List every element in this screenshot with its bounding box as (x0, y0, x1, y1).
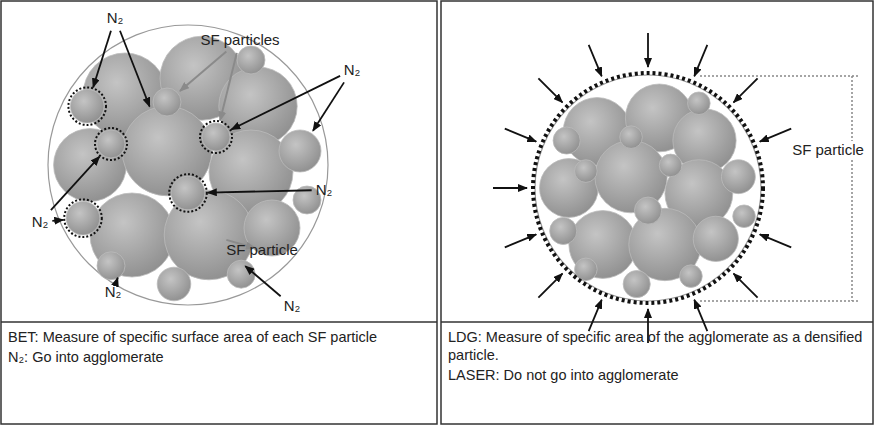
gas-label: N₂ (32, 213, 49, 231)
caption-cell: BET: Measure of specific surface area of… (8, 328, 430, 366)
bet-agglomerate (48, 25, 328, 305)
method-description: BET: Measure of specific surface area of… (8, 328, 430, 346)
laser-arrow (647, 33, 649, 67)
silica-fume-particle (237, 46, 265, 74)
method-description: LDG: Measure of specific area of the agg… (448, 328, 866, 364)
silica-fume-particle (202, 123, 230, 151)
silica-fume-particle (70, 89, 104, 123)
silica-fume-particle (97, 130, 125, 158)
laser-arrow (694, 45, 707, 76)
part-label: SF particles (200, 31, 279, 49)
laser-arrow (538, 78, 562, 102)
silica-fume-particle (688, 92, 711, 115)
panel-divider (441, 321, 873, 323)
silica-fume-particle (97, 252, 125, 280)
gas-label: N₂ (316, 181, 333, 199)
laser-arrow (538, 274, 562, 298)
gas-note: N₂: Go into agglomerate (8, 348, 430, 366)
silica-fume-particle (153, 88, 181, 116)
laser-arrow (694, 300, 707, 331)
gas-arrow (245, 266, 280, 296)
gas-label: N₂ (284, 297, 301, 315)
silica-fume-particle (550, 217, 577, 244)
laser-arrow (760, 129, 791, 142)
silica-fume-particle (620, 126, 643, 149)
laser-arrow (505, 234, 536, 247)
silica-fume-particle (634, 197, 661, 224)
silica-fume-particle (721, 160, 755, 194)
silica-fume-particle (54, 129, 127, 202)
silica-fume-particle (157, 267, 191, 301)
laser-arrow (505, 129, 536, 142)
gas-arrow (313, 82, 344, 130)
silica-fume-particle (623, 270, 650, 297)
gas-arrow (93, 31, 111, 88)
laser-arrow (493, 187, 527, 189)
caption-cell: LDG: Measure of specific area of the agg… (448, 328, 866, 384)
laser-arrow (734, 78, 758, 102)
laser-arrow (734, 274, 758, 298)
laser-agglomerate (493, 33, 791, 343)
gas-arrow (51, 157, 100, 210)
laser-arrow (589, 45, 602, 76)
gas-arrow (231, 76, 340, 130)
silica-fume-particle (693, 216, 738, 261)
silica-fume-particle (733, 205, 756, 228)
leader-arrows (51, 31, 344, 297)
gas-label: N₂ (105, 283, 122, 301)
panel-frame (1, 1, 437, 424)
gas-arrow (120, 31, 150, 107)
silica-fume-particle (66, 201, 100, 235)
dimension-lines (700, 76, 858, 301)
laser-arrow (589, 300, 602, 331)
dotted-surface (169, 174, 207, 212)
dotted-surface (200, 121, 232, 153)
agglomerate-outline (535, 75, 761, 301)
part-leader (220, 53, 237, 121)
silica-fume-particle (553, 127, 580, 154)
gas-label: N₂ (344, 61, 361, 79)
gas-note: LASER: Do not go into agglomerate (448, 366, 866, 384)
panel-frame (441, 1, 873, 424)
part-label: SF particle (790, 141, 866, 159)
dotted-surface (64, 199, 102, 237)
dotted-surface (68, 87, 106, 125)
gas-arrow (116, 278, 118, 280)
silica-fume-particle (227, 260, 255, 288)
silica-fume-particle (575, 258, 598, 281)
dotted-surface (95, 128, 127, 160)
agglomerate-outline (48, 25, 328, 305)
panel-divider (1, 321, 437, 323)
silica-fume-particle (540, 159, 599, 218)
silica-fume-particle (279, 130, 321, 172)
part-label: SF particle (226, 241, 298, 259)
dotted-envelope (533, 73, 763, 303)
part-leader (180, 52, 226, 91)
silica-fume-particle (171, 176, 205, 210)
silica-fume-particle (575, 160, 598, 183)
gas-label: N₂ (107, 9, 124, 27)
gas-arrow (208, 190, 312, 192)
silica-fume-particle (680, 265, 703, 288)
gas-arrow (52, 219, 63, 222)
silica-fume-particle (659, 154, 682, 177)
laser-arrow (760, 234, 791, 247)
